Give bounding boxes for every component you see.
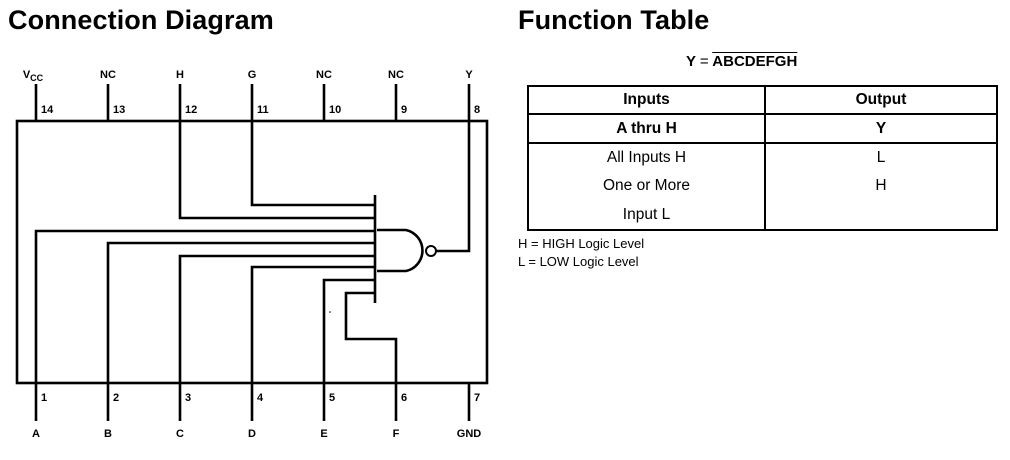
header-output: Output	[764, 85, 998, 115]
stray-dot	[329, 311, 331, 313]
equation-sign: =	[699, 53, 709, 70]
wire-a	[34, 229, 375, 383]
wire-c	[178, 254, 375, 383]
pin-number: 2	[113, 392, 119, 404]
pin-label: VCC	[23, 69, 44, 83]
pin-label: H	[176, 69, 184, 81]
pin-number: 9	[401, 104, 407, 116]
pin-label: C	[176, 428, 184, 440]
pin-9: 9 NC	[388, 69, 407, 121]
pin-label: Y	[465, 69, 473, 81]
table-subheader-row: A thru H Y	[527, 114, 998, 144]
row-output	[764, 200, 998, 231]
pin-number: 13	[113, 104, 125, 116]
nand-inversion-bubble	[425, 245, 437, 257]
pin-label: G	[248, 69, 257, 81]
pin-label: F	[393, 428, 400, 440]
pin-number: 6	[401, 392, 407, 404]
pin-number: 5	[329, 392, 335, 404]
table-row: Input L	[527, 200, 998, 231]
pin-13: 13 NC	[100, 69, 125, 121]
pin-number: 1	[41, 392, 47, 404]
table-header-row: Inputs Output	[527, 85, 998, 115]
pin-number: 7	[474, 392, 480, 404]
row-input: Input L	[527, 200, 766, 231]
pin-5: 5E	[320, 383, 335, 440]
wire-h	[178, 121, 375, 220]
pin-number: 11	[257, 104, 269, 116]
subheader-inputs: A thru H	[527, 114, 766, 144]
wire-d	[250, 265, 375, 383]
row-input: One or More	[527, 172, 766, 200]
logic-equation: Y = ABCDEFGH	[686, 53, 797, 70]
wire-g	[250, 121, 375, 207]
row-input: All Inputs H	[527, 143, 766, 172]
pin-label: NC	[388, 69, 404, 81]
pin-1: 1A	[32, 383, 47, 440]
pin-14: 14 VCC	[23, 69, 54, 121]
pin-label: A	[32, 428, 40, 440]
pin-label: B	[104, 428, 112, 440]
pin-number: 8	[474, 104, 480, 116]
equation-lhs: Y	[686, 53, 696, 70]
pin-2: 2B	[104, 383, 119, 440]
pin-number: 10	[329, 104, 341, 116]
legend-low: L = LOW Logic Level	[518, 254, 639, 269]
pin-11: 11 G	[248, 69, 269, 121]
pin-number: 14	[41, 104, 54, 116]
subheader-output: Y	[764, 114, 998, 144]
internal-wiring	[34, 121, 471, 383]
function-table-title: Function Table	[518, 5, 710, 35]
pin-10: 10 NC	[316, 69, 341, 121]
pin-number: 3	[185, 392, 191, 404]
table-row: All Inputs H L	[527, 143, 998, 172]
wire-b	[106, 241, 375, 383]
wire-e	[322, 278, 375, 383]
table-row: One or More H	[527, 172, 998, 200]
pin-3: 3C	[176, 383, 191, 440]
pin-label: NC	[100, 69, 116, 81]
pin-label: E	[320, 428, 327, 440]
pin-6: 6F	[393, 383, 407, 440]
wire-f	[344, 291, 398, 383]
equation-rhs: ABCDEFGH	[712, 53, 798, 70]
pin-number: 12	[185, 104, 197, 116]
wire-y	[436, 121, 471, 253]
row-output: L	[764, 143, 998, 172]
pin-label: D	[248, 428, 256, 440]
pin-8: 8Y	[465, 69, 480, 121]
pin-number: 4	[257, 392, 264, 404]
pin-4: 4D	[248, 383, 264, 440]
pin-label: GND	[457, 428, 482, 440]
pin-label: NC	[316, 69, 332, 81]
legend-high: H = HIGH Logic Level	[518, 236, 645, 251]
pin-12: 12 H	[176, 69, 197, 121]
header-inputs: Inputs	[527, 85, 766, 115]
row-output: H	[764, 172, 998, 200]
connection-diagram-title: Connection Diagram	[8, 5, 274, 35]
function-table: Inputs Output A thru H Y All Inputs H L …	[527, 85, 998, 231]
nand-gate-icon	[377, 228, 424, 273]
